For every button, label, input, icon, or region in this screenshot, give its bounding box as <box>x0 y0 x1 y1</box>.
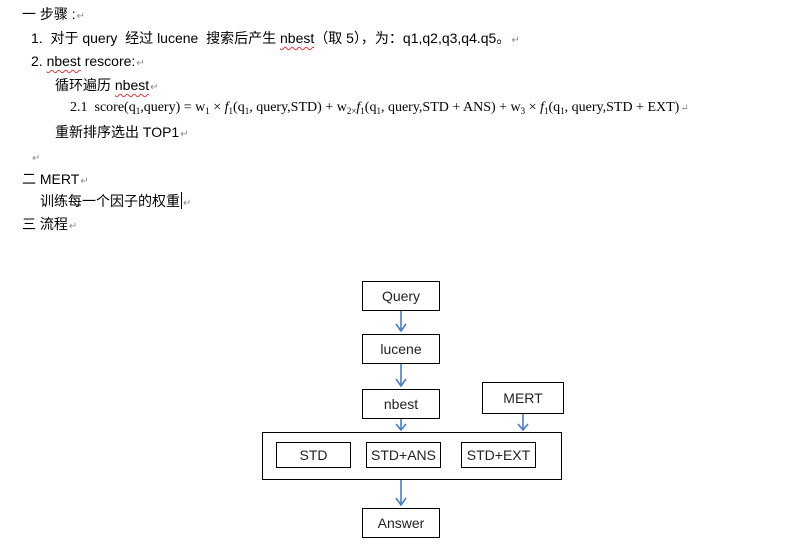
step-2-line: 2. nbest rescore:↵ <box>31 53 145 69</box>
text-cursor <box>181 192 182 209</box>
section-2-heading: 二 MERT↵ <box>22 171 89 187</box>
section-3-heading: 三 流程↵ <box>22 216 78 232</box>
step-1-line: 1. 对于 query 经过 lucene 搜索后产生 nbest（取 5），为… <box>31 30 520 46</box>
paragraph-mark-icon: ↵ <box>150 82 159 93</box>
std-ext-box: STD+EXT <box>461 442 536 468</box>
lucene-box: lucene <box>362 334 440 364</box>
paragraph-mark-icon: ↵ <box>183 198 192 209</box>
paragraph-mark-icon: ↵ <box>136 58 145 69</box>
paragraph-mark-icon: ↵ <box>511 35 520 46</box>
std-box: STD <box>276 442 351 468</box>
paragraph-mark-icon: ↵ <box>680 103 689 114</box>
loop-nbest-line: 循环遍历 nbest↵ <box>55 77 159 93</box>
paragraph-mark-icon: ↵ <box>76 11 86 22</box>
rerank-line: 重新排序选出 TOP1↵ <box>55 124 189 140</box>
paragraph-mark-icon: ↵ <box>180 129 189 140</box>
paragraph-mark-icon: ↵ <box>68 221 78 232</box>
score-formula: 2.1 score(q1,query) = w1 × f1(q1, query,… <box>70 100 689 116</box>
query-box: Query <box>362 281 440 311</box>
arrow-rescore-answer <box>395 480 407 507</box>
nbest-box: nbest <box>362 389 440 419</box>
mert-box: MERT <box>482 382 564 414</box>
empty-paragraph: ↵ <box>31 146 40 169</box>
arrow-lucene-nbest <box>395 364 407 388</box>
arrow-nbest-rescore <box>395 419 407 432</box>
paragraph-mark-icon: ↵ <box>32 153 41 164</box>
paragraph-mark-icon: ↵ <box>80 176 89 187</box>
std-ans-box: STD+ANS <box>366 442 441 468</box>
section-2-body[interactable]: 训练每一个因子的权重↵ <box>40 192 192 209</box>
section-1-heading: 一 步骤 :↵ <box>22 6 86 22</box>
arrow-mert-rescore <box>517 414 529 432</box>
arrow-query-lucene <box>395 311 407 333</box>
answer-box: Answer <box>362 508 440 538</box>
